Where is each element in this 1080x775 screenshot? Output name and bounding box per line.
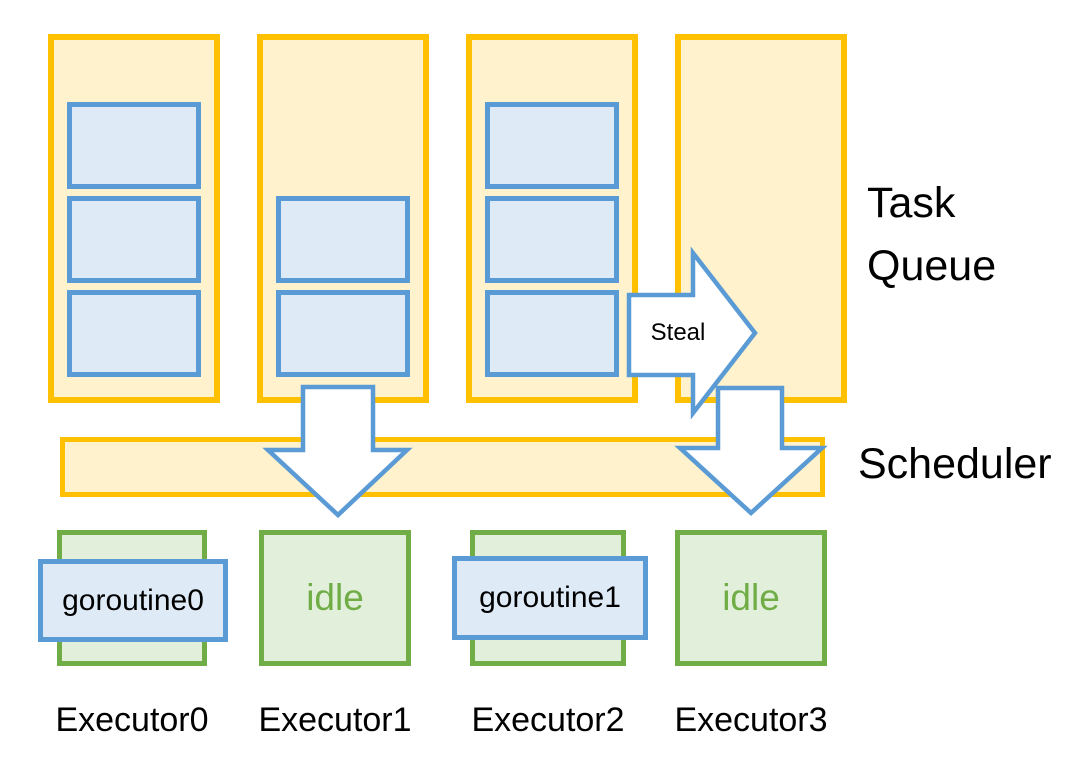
task-item xyxy=(276,290,410,377)
scheduler-bar xyxy=(60,437,825,497)
task-item xyxy=(485,102,619,189)
executor-2-label: Executor2 xyxy=(471,701,625,739)
task-queue-0-tasks xyxy=(67,100,201,377)
task-item xyxy=(67,102,201,189)
goroutine-0-box: goroutine0 xyxy=(38,559,228,642)
scheduler-label: Scheduler xyxy=(858,440,1052,488)
task-item xyxy=(485,196,619,283)
task-item xyxy=(67,196,201,283)
executor-1-state: idle xyxy=(306,577,364,618)
task-queue-0 xyxy=(48,34,220,403)
task-queue-3 xyxy=(675,34,847,403)
executor-3-label: Executor3 xyxy=(674,701,828,739)
task-queue-label-line1: Task xyxy=(867,179,956,227)
task-queue-1-tasks xyxy=(276,100,410,377)
task-queue-2-tasks xyxy=(485,100,619,377)
executor-1-box: idle xyxy=(259,530,411,666)
executor-3-box: idle xyxy=(675,530,827,666)
task-queue-label-line2: Queue xyxy=(867,242,997,290)
executor-3-state: idle xyxy=(722,577,780,618)
task-queue-1 xyxy=(257,34,429,403)
executor-0-label: Executor0 xyxy=(55,701,209,739)
steal-label: Steal xyxy=(650,319,706,346)
executor-1-label: Executor1 xyxy=(258,701,412,739)
task-queue-2 xyxy=(466,34,638,403)
task-item xyxy=(485,290,619,377)
goroutine-1-box: goroutine1 xyxy=(452,556,648,640)
task-queue-label: Task Queue xyxy=(867,172,996,298)
task-item xyxy=(276,196,410,283)
task-item xyxy=(67,290,201,377)
